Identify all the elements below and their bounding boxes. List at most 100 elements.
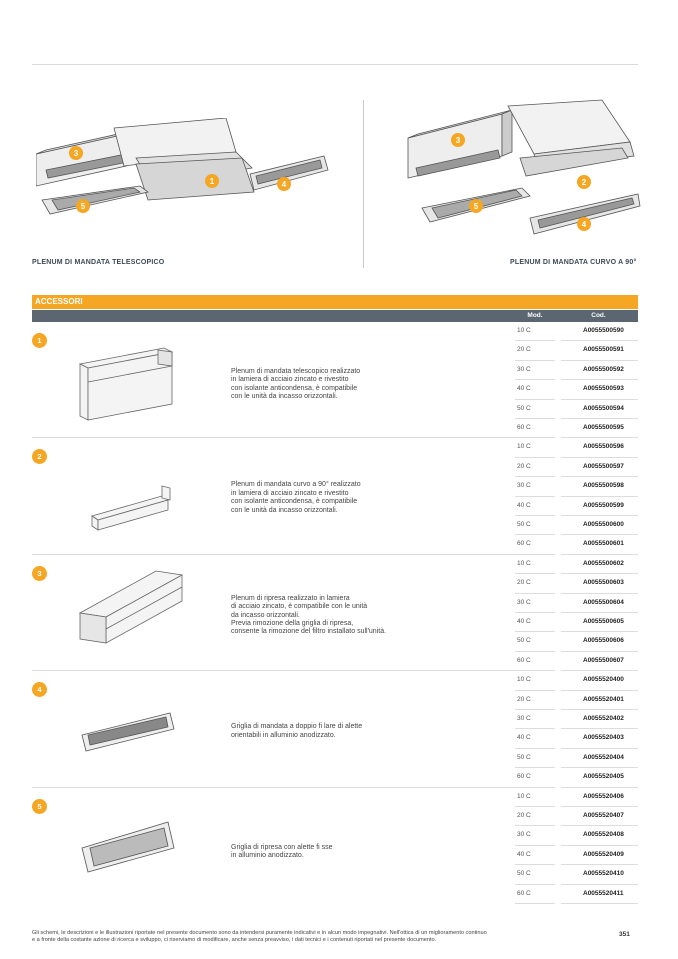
row-divider bbox=[515, 495, 555, 497]
row-divider bbox=[515, 650, 555, 652]
description-line: con isolante anticondensa, è compatibile bbox=[231, 498, 358, 506]
description-line: consente la rimozione del filtro install… bbox=[231, 628, 387, 636]
accessory-thumbnail bbox=[78, 476, 178, 541]
code-cell: A0055500604 bbox=[583, 598, 624, 606]
model-cell: 20 C bbox=[517, 346, 531, 354]
group-divider bbox=[32, 553, 515, 555]
callout-1: 1 bbox=[210, 177, 215, 186]
code-cell: A0055520411 bbox=[583, 889, 624, 897]
model-cell: 30 C bbox=[517, 714, 531, 722]
row-divider bbox=[515, 689, 555, 691]
row-divider bbox=[561, 631, 638, 633]
row-divider bbox=[515, 902, 555, 904]
model-cell: 50 C bbox=[517, 753, 531, 761]
row-divider bbox=[515, 708, 555, 710]
curved-plenum-illustration: 3 2 5 4 bbox=[407, 99, 641, 235]
row-divider bbox=[561, 689, 638, 691]
code-cell: A0055520402 bbox=[583, 714, 624, 722]
model-cell: 40 C bbox=[517, 734, 531, 742]
row-divider bbox=[515, 767, 555, 769]
description-line: Griglia di mandata a doppio fi lare di a… bbox=[231, 723, 363, 731]
row-divider bbox=[561, 417, 638, 419]
row-divider bbox=[515, 786, 555, 788]
callout-2: 2 bbox=[582, 178, 587, 187]
description-line: Plenum di mandata telescopico realizzato bbox=[231, 368, 361, 375]
row-divider bbox=[515, 805, 555, 807]
row-divider bbox=[561, 553, 638, 555]
code-cell: A0055500600 bbox=[583, 520, 624, 528]
col-mod-header: Mod. bbox=[527, 312, 543, 319]
model-cell: 10 C bbox=[517, 676, 531, 684]
code-cell: A0055500605 bbox=[583, 617, 624, 625]
description-line: da incasso orizzontali. bbox=[231, 611, 300, 619]
model-cell: 10 C bbox=[517, 443, 531, 451]
row-divider bbox=[515, 592, 555, 594]
row-divider bbox=[561, 825, 638, 827]
row-divider bbox=[515, 398, 555, 400]
code-cell: A0055500603 bbox=[583, 579, 624, 587]
code-cell: A0055520401 bbox=[583, 695, 624, 703]
group-divider bbox=[32, 437, 515, 439]
callout-3: 3 bbox=[74, 149, 79, 158]
row-divider bbox=[515, 340, 555, 342]
code-cell: A0055520405 bbox=[583, 773, 624, 781]
description-line: Griglia di ripresa con alette fi sse bbox=[231, 843, 333, 851]
row-divider bbox=[561, 708, 638, 710]
code-cell: A0055520410 bbox=[583, 870, 624, 878]
code-cell: A0055500601 bbox=[583, 540, 624, 548]
row-divider bbox=[515, 359, 555, 361]
row-divider bbox=[561, 592, 638, 594]
description-line: Plenum di mandata curvo a 90° realizzato bbox=[231, 481, 361, 489]
description-line: in lamiera di acciaio zincato e rivestit… bbox=[231, 376, 349, 384]
row-divider bbox=[515, 883, 555, 885]
accessory-thumbnail bbox=[78, 567, 188, 652]
accessory-description: Plenum di ripresa realizzato in lamiera d… bbox=[231, 595, 471, 637]
model-cell: 60 C bbox=[517, 424, 531, 431]
row-divider bbox=[515, 437, 555, 439]
table-header: Mod. Cod. bbox=[32, 310, 638, 322]
code-cell: A0055500590 bbox=[583, 327, 624, 334]
row-divider bbox=[561, 573, 638, 575]
code-cell: A0055520409 bbox=[583, 850, 624, 858]
table-row: 30 C A0055520402 bbox=[515, 710, 638, 730]
description-line: Previa rimozione della griglia di ripres… bbox=[231, 620, 354, 628]
row-divider bbox=[561, 379, 638, 381]
code-cell: A0055520403 bbox=[583, 734, 624, 742]
row-divider bbox=[561, 670, 638, 672]
row-divider bbox=[515, 670, 555, 672]
row-divider bbox=[515, 728, 555, 730]
row-divider bbox=[561, 864, 638, 866]
row-divider bbox=[561, 340, 638, 342]
footer-disclaimer: Gli schemi, le descrizioni e le illustra… bbox=[32, 930, 592, 945]
row-divider bbox=[515, 844, 555, 846]
description-line: Plenum di ripresa realizzato in lamiera bbox=[231, 594, 350, 602]
row-divider bbox=[515, 864, 555, 866]
row-divider bbox=[515, 573, 555, 575]
model-cell: 50 C bbox=[517, 520, 531, 528]
row-divider bbox=[515, 514, 555, 516]
code-cell: A0055500595 bbox=[583, 424, 624, 431]
col-cod-header: Cod. bbox=[591, 312, 606, 319]
code-cell: A0055500602 bbox=[583, 559, 624, 567]
row-divider bbox=[561, 456, 638, 458]
accessory-description: Griglia di mandata a doppio fi lare di a… bbox=[231, 723, 471, 740]
code-cell: A0055520407 bbox=[583, 811, 624, 819]
model-cell: 60 C bbox=[517, 889, 531, 897]
